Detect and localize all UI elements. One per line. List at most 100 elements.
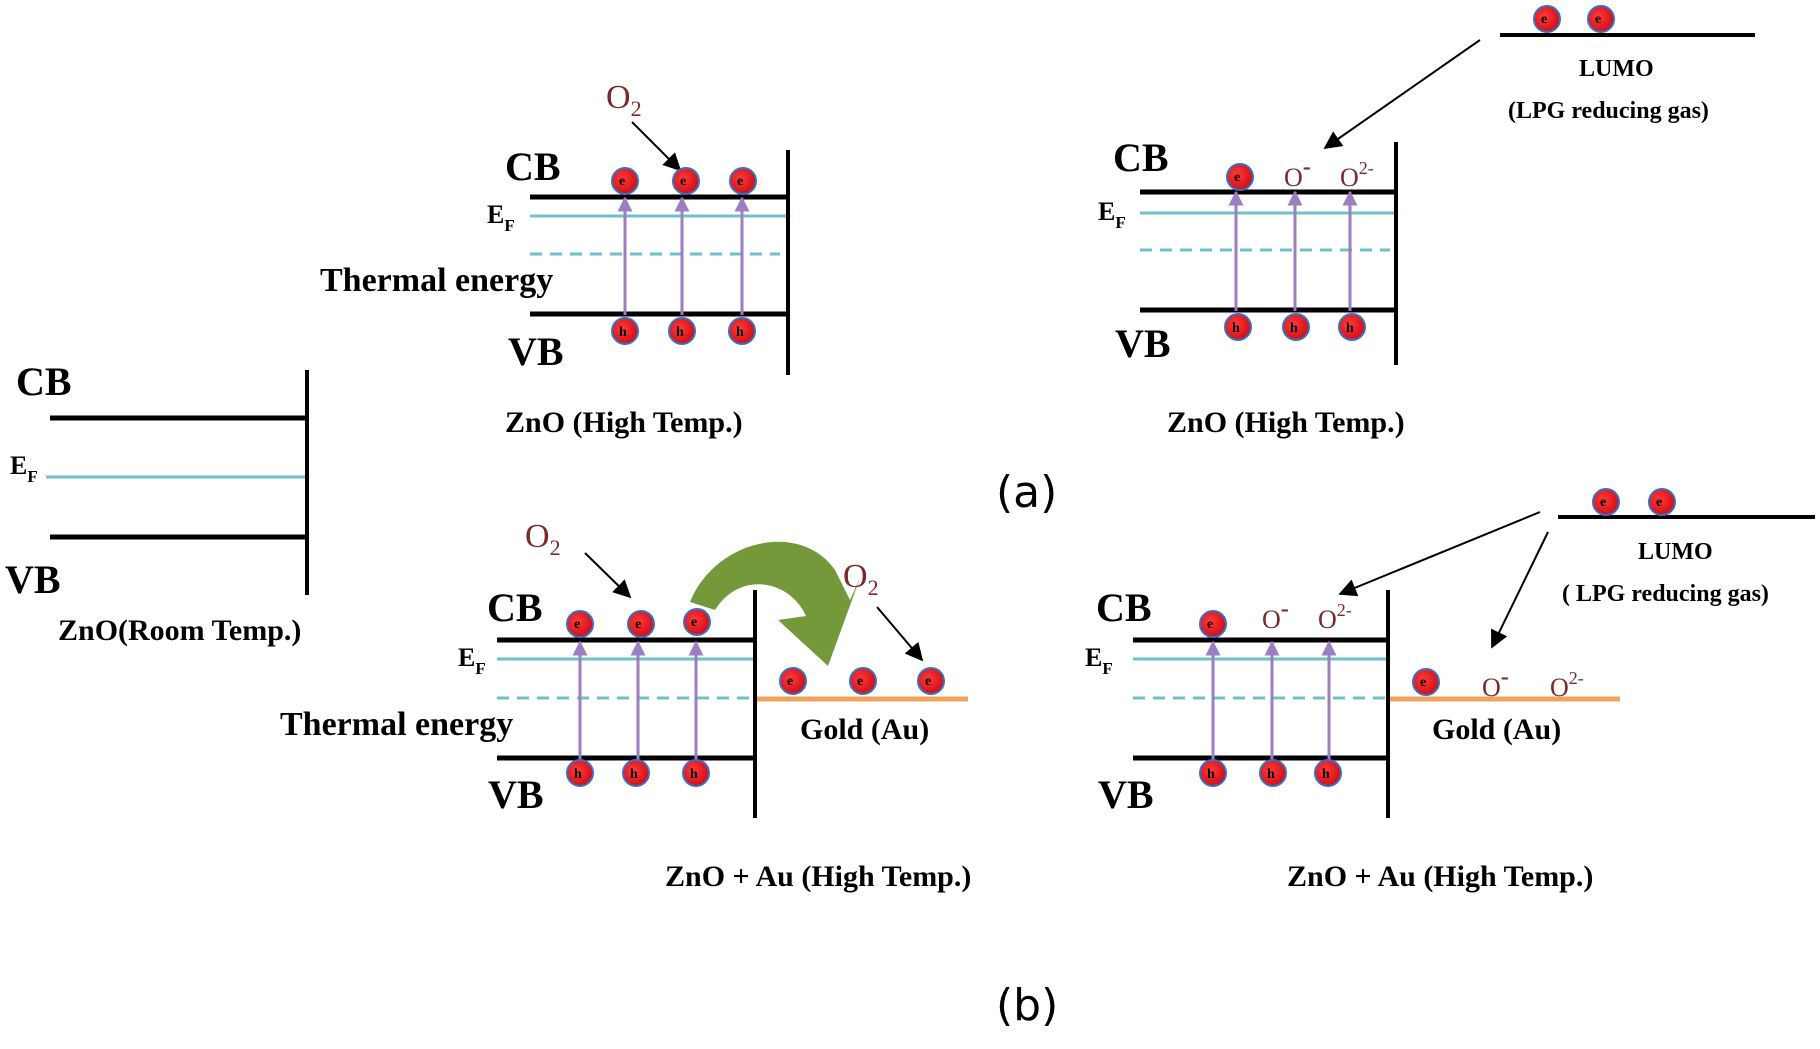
svg-text:e: e [619, 174, 625, 189]
panel-b-zno-au-high-temp: O2 CB EF Thermal energy VB e e e h h h e… [280, 518, 971, 893]
room-cb-label: CB [16, 359, 72, 404]
b1-hole: h [682, 759, 710, 787]
b1-gold-label: Gold (Au) [800, 713, 929, 746]
svg-text:e: e [1207, 617, 1213, 632]
a1-cb-label: CB [505, 144, 561, 189]
a2-lumo-arrow [1323, 39, 1481, 150]
b2-hole: h [1314, 759, 1342, 787]
a2-o2-minus: O2- [1340, 158, 1374, 192]
svg-text:e: e [787, 674, 793, 689]
b2-lumo-arrow-gold [1491, 531, 1549, 649]
caption-b2: ZnO + Au (High Temp.) [1287, 860, 1593, 893]
caption-a2: ZnO (High Temp.) [1167, 406, 1405, 439]
a2-cb-label: CB [1113, 135, 1169, 180]
a2-electron: e [1226, 163, 1254, 191]
svg-text:h: h [736, 325, 744, 340]
a2-ef-label: EF [1098, 197, 1126, 232]
b1-gold-electron: e [849, 667, 877, 695]
b2-hole: h [1259, 759, 1287, 787]
b1-ef-label: EF [458, 643, 486, 678]
svg-text:e: e [1541, 12, 1547, 27]
svg-text:h: h [1346, 321, 1354, 336]
b2-gold-electron: e [1412, 668, 1440, 696]
svg-text:h: h [630, 767, 638, 782]
svg-text:h: h [619, 325, 627, 340]
svg-text:e: e [1600, 495, 1606, 510]
spillover-arrow [690, 541, 860, 666]
b1-electron: e [566, 610, 594, 638]
a1-hole: h [668, 317, 696, 345]
caption-room-temp: ZnO(Room Temp.) [58, 614, 301, 647]
b1-thermal-label: Thermal energy [280, 706, 513, 743]
room-ef-label: EF [10, 451, 38, 486]
a1-ef-label: EF [487, 200, 515, 235]
panel-a-zno-lpg: e e LUMO (LPG reducing gas) CB EF VB e O… [1098, 5, 1755, 439]
b2-lumo-electron: e [1648, 488, 1676, 516]
svg-text:e: e [737, 174, 743, 189]
svg-text:e: e [1656, 495, 1662, 510]
svg-text:h: h [690, 767, 698, 782]
b2-cb-label: CB [1096, 585, 1152, 630]
svg-text:h: h [1290, 321, 1298, 336]
b1-hole: h [566, 759, 594, 787]
caption-a1: ZnO (High Temp.) [505, 406, 743, 439]
b2-o2-minus: O2- [1318, 600, 1352, 634]
b2-gold-o-minus: O- [1482, 664, 1509, 702]
b2-o-minus: O- [1262, 596, 1289, 634]
room-vb-label: VB [5, 557, 61, 602]
b2-lumo-arrow-zno [1338, 511, 1541, 597]
b2-lpg-label: ( LPG reducing gas) [1562, 581, 1769, 607]
b1-gold-o2-arrow [876, 606, 924, 662]
b1-gold-electron: e [917, 667, 945, 695]
b1-electron: e [627, 610, 655, 638]
a2-hole: h [1338, 313, 1366, 341]
b2-lumo-electron: e [1592, 488, 1620, 516]
panel-b-zno-au-lpg: e e LUMO ( LPG reducing gas) CB EF VB e … [1085, 488, 1815, 893]
svg-text:e: e [1234, 170, 1240, 185]
b2-hole: h [1199, 759, 1227, 787]
svg-text:e: e [680, 174, 686, 189]
svg-text:e: e [691, 615, 697, 630]
svg-text:e: e [1595, 12, 1601, 27]
b2-vb-label: VB [1098, 772, 1154, 817]
b2-gold-label: Gold (Au) [1432, 713, 1561, 746]
panel-label-b: (b) [996, 980, 1058, 1031]
b1-hole: h [622, 759, 650, 787]
panel-label-a: (a) [996, 467, 1057, 518]
svg-text:h: h [1267, 767, 1275, 782]
b2-gold-o2-minus: O2- [1550, 668, 1584, 702]
svg-text:e: e [635, 617, 641, 632]
svg-text:e: e [857, 674, 863, 689]
a2-lumo-label: LUMO [1579, 56, 1654, 82]
svg-text:e: e [574, 617, 580, 632]
a1-o2-arrow [631, 121, 682, 172]
svg-text:h: h [1207, 767, 1215, 782]
svg-text:h: h [574, 767, 582, 782]
b1-vb-label: VB [488, 772, 544, 817]
a1-o2-label: O2 [606, 79, 642, 121]
svg-text:h: h [1232, 321, 1240, 336]
a1-electron: e [672, 167, 700, 195]
a1-vb-label: VB [508, 329, 564, 374]
a1-hole: h [728, 317, 756, 345]
a2-vb-label: VB [1115, 321, 1171, 366]
a2-hole: h [1224, 313, 1252, 341]
panel-a-zno-high-temp: O2 CB EF Thermal energy VB e e e h h h Z… [320, 79, 790, 439]
b2-lumo-label: LUMO [1638, 539, 1713, 565]
b1-gold-o2-label: O2 [843, 558, 879, 600]
a1-electron: e [729, 167, 757, 195]
a1-hole: h [611, 317, 639, 345]
b1-gold-electron: e [779, 667, 807, 695]
b1-electron: e [683, 608, 711, 636]
a2-lumo-electron: e [1587, 5, 1615, 33]
svg-text:e: e [925, 674, 931, 689]
b2-electron: e [1199, 610, 1227, 638]
svg-text:e: e [1420, 675, 1426, 690]
a2-lpg-label: (LPG reducing gas) [1508, 98, 1709, 124]
caption-b1: ZnO + Au (High Temp.) [665, 860, 971, 893]
b1-o2-label: O2 [525, 518, 561, 560]
a1-electron: e [611, 167, 639, 195]
a2-hole: h [1282, 313, 1310, 341]
a2-o-minus: O- [1284, 154, 1311, 192]
